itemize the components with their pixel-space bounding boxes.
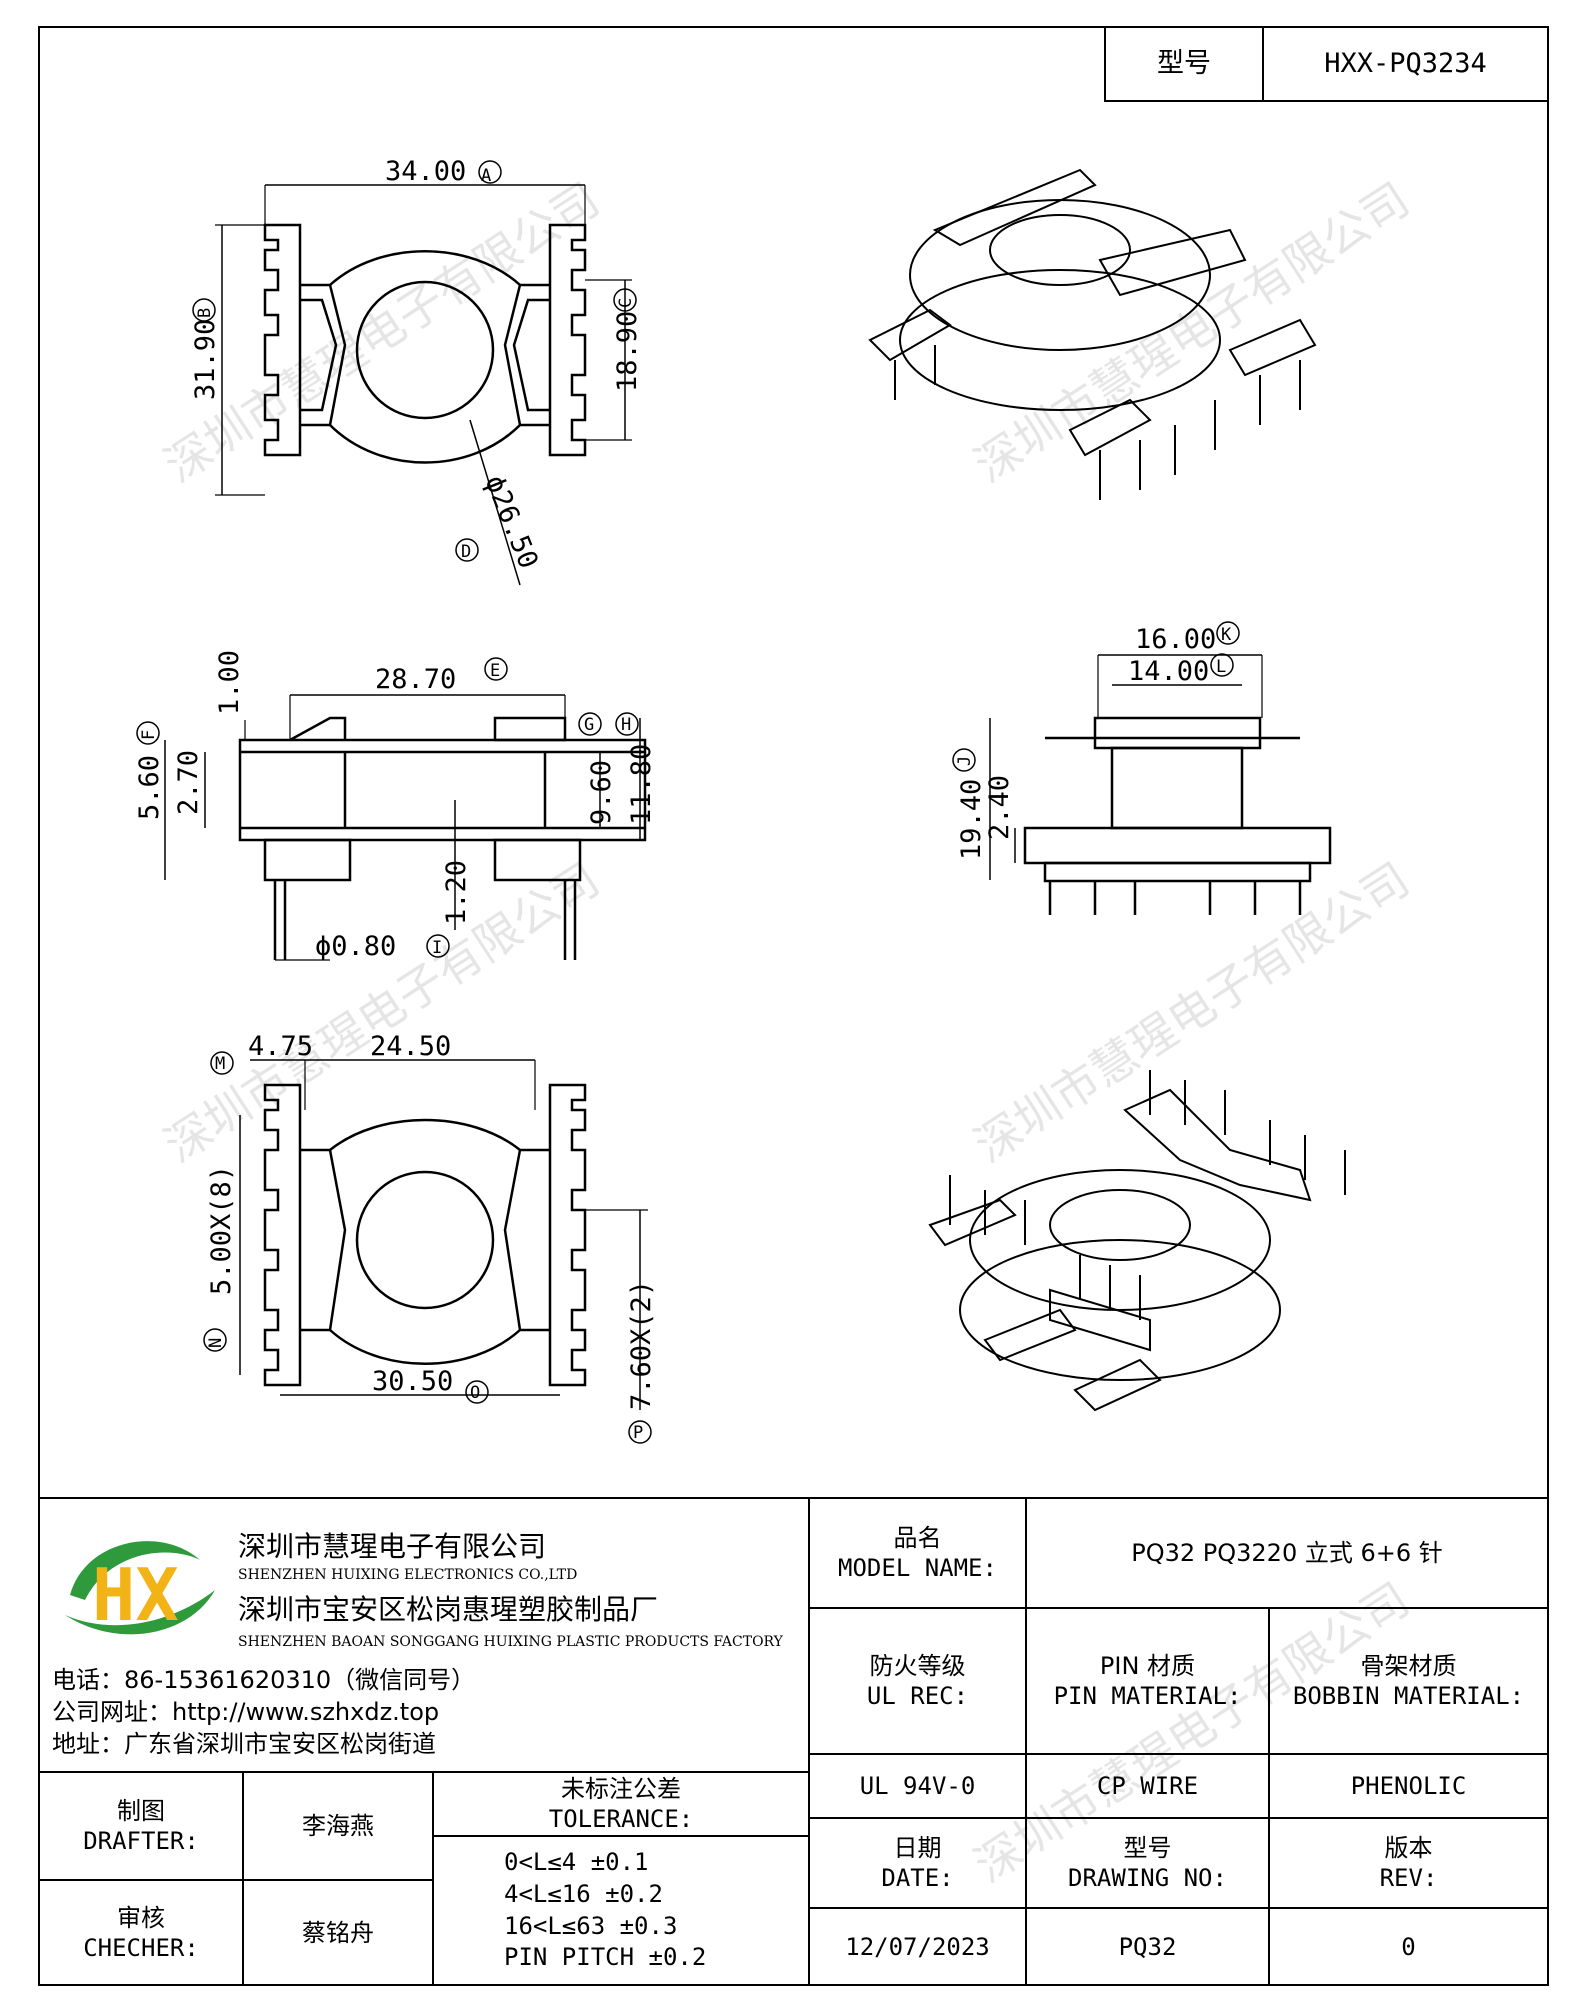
dim-top-width: 24.50 bbox=[370, 1031, 451, 1062]
dim-l: 14.00 bbox=[1128, 656, 1209, 687]
bobbin-material-value: PHENOLIC bbox=[1268, 1753, 1549, 1819]
dim-b-tag: B bbox=[195, 308, 215, 318]
company-name-cn: 深圳市慧瑆电子有限公司 bbox=[238, 1530, 547, 1563]
dim-k: 16.00 bbox=[1135, 624, 1216, 655]
drawing-no-value: PQ32 bbox=[1025, 1907, 1270, 1986]
dim-b: 31.90 bbox=[190, 319, 221, 400]
company-address: 地址：广东省深圳市宝安区松岗街道 bbox=[52, 1730, 436, 1758]
dim-o: 30.50 bbox=[372, 1366, 453, 1397]
tolerance-row: 4<L≤16 ±0.2 bbox=[504, 1879, 663, 1908]
factory-name-cn: 深圳市宝安区松岗惠瑆塑胶制品厂 bbox=[238, 1593, 659, 1626]
dim-f2: 2.70 bbox=[173, 750, 204, 815]
dim-g-tag: G bbox=[584, 715, 594, 735]
dim-n-tag: N bbox=[206, 1338, 226, 1348]
drafter-name: 李海燕 bbox=[242, 1771, 434, 1881]
dim-k-tag: K bbox=[1221, 625, 1232, 645]
company-logo: HX bbox=[65, 1541, 215, 1637]
top-view bbox=[192, 160, 637, 586]
dim-d-tag: D bbox=[461, 542, 471, 562]
dim-pin-len: 1.20 bbox=[441, 860, 472, 925]
tolerance-row: 16<L≤63 ±0.3 bbox=[504, 1911, 678, 1940]
dim-f-tag: F bbox=[139, 730, 159, 740]
front-view bbox=[952, 621, 1332, 915]
dim-a-tag: A bbox=[481, 166, 491, 186]
dim-g: 9.60 bbox=[586, 760, 617, 825]
dim-a: 34.00 bbox=[385, 156, 466, 187]
dim-l-tag: L bbox=[1216, 657, 1226, 677]
date-value: 12/07/2023 bbox=[808, 1907, 1027, 1986]
dim-j: 19.40 bbox=[956, 779, 987, 860]
isometric-view-bottom bbox=[928, 1070, 1346, 1412]
rev-value: 0 bbox=[1268, 1907, 1549, 1986]
isometric-view-top bbox=[868, 168, 1317, 500]
dim-p: 7.60X(2) bbox=[626, 1280, 657, 1410]
technical-drawing: 34.00 A 31.90 B 18.90 C ϕ26.50 D 1.00 28… bbox=[134, 156, 1346, 1444]
dim-pin-dia: ϕ0.80 bbox=[315, 931, 396, 962]
company-name-en: SHENZHEN HUIXING ELECTRONICS CO.,LTD bbox=[238, 1567, 578, 1583]
bottom-view bbox=[203, 1051, 652, 1444]
dim-j2: 2.40 bbox=[984, 775, 1015, 840]
dim-c-tag: C bbox=[616, 298, 636, 308]
logo-text: HX bbox=[92, 1553, 179, 1637]
dim-h: 11.80 bbox=[626, 744, 657, 825]
checker-name: 蔡铭舟 bbox=[242, 1879, 434, 1986]
dim-j-tag: J bbox=[955, 756, 975, 766]
company-phone: 电话：86-15361620310（微信同号） bbox=[52, 1666, 476, 1694]
company-website: 公司网址：http://www.szhxdz.top bbox=[52, 1698, 440, 1726]
tolerance-row: PIN PITCH ±0.2 bbox=[504, 1943, 707, 1972]
pin-material-value: CP WIRE bbox=[1025, 1753, 1270, 1819]
ul-value: UL 94V-0 bbox=[808, 1753, 1027, 1819]
dim-h-tag: H bbox=[621, 715, 631, 735]
dim-o-tag: O bbox=[470, 1383, 480, 1403]
dim-p-tag: P bbox=[633, 1423, 643, 1443]
dim-d: ϕ26.50 bbox=[479, 471, 544, 573]
dim-m-tag: M bbox=[215, 1054, 225, 1074]
dim-e: 28.70 bbox=[375, 664, 456, 695]
dim-i-tag: I bbox=[432, 938, 442, 958]
dim-m: 4.75 bbox=[248, 1031, 313, 1062]
header-model-value: HXX-PQ3234 bbox=[1262, 26, 1549, 102]
tolerance-row: 0<L≤4 ±0.1 bbox=[504, 1848, 649, 1877]
tolerance-table: 0<L≤4 ±0.1 4<L≤16 ±0.2 16<L≤63 ±0.3 PIN … bbox=[432, 1835, 810, 1986]
dim-c: 18.90 bbox=[612, 311, 643, 392]
factory-name-en: SHENZHEN BAOAN SONGGANG HUIXING PLASTIC … bbox=[238, 1634, 783, 1650]
dim-f: 5.60 bbox=[134, 755, 165, 820]
dim-n: 5.00X(8) bbox=[206, 1165, 237, 1295]
side-view bbox=[136, 657, 647, 961]
dim-e-tag: E bbox=[490, 661, 500, 681]
model-name-value: PQ32 PQ3220 立式 6+6 针 bbox=[1025, 1497, 1549, 1609]
dim-top-gap: 1.00 bbox=[214, 650, 245, 715]
